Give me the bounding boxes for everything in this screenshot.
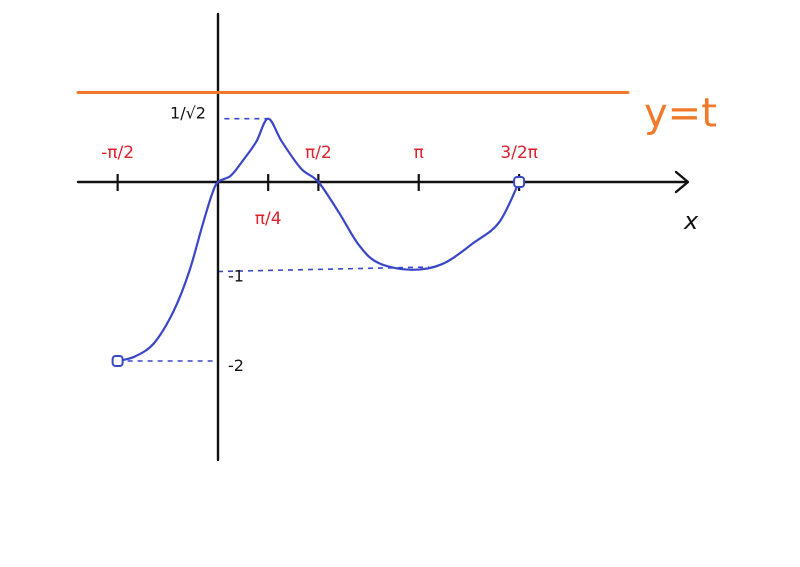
x-tick-label-1: π/4 <box>255 209 282 229</box>
open-endpoint-1 <box>513 176 526 188</box>
x-tick-label-0: -π/2 <box>101 143 134 163</box>
y-tick-label-0: 1/√2 <box>170 104 206 123</box>
tick-marks: -π/2 π/4 π/2 π 3/2π 1/√2 -1 -2 <box>101 104 538 375</box>
guide-lines <box>117 117 429 362</box>
x-tick-label-2: π/2 <box>305 143 332 163</box>
y-tick-label-1: -1 <box>228 267 244 286</box>
hline-label-0: y=t <box>644 91 717 137</box>
x-tick-label-3: π <box>414 143 424 163</box>
orange-horizontal-line: y=t <box>76 91 717 137</box>
x-axis-label: x <box>683 207 699 235</box>
curve <box>116 117 521 363</box>
open-endpoints <box>111 176 526 367</box>
y-tick-label-2: -2 <box>228 356 244 375</box>
axes: x <box>76 12 699 462</box>
open-endpoint-0 <box>111 355 124 367</box>
curve-series-0 <box>116 117 521 363</box>
x-tick-label-4: 3/2π <box>500 143 538 163</box>
x-axis-arrow <box>674 170 690 194</box>
